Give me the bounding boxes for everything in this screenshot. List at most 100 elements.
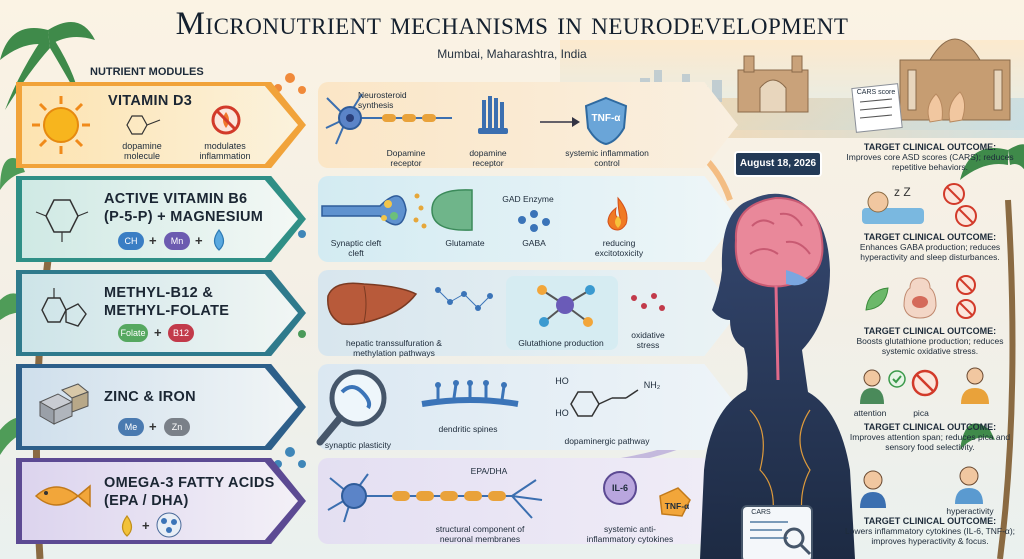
pill-folate: Folate: [118, 324, 148, 342]
plus-sign: +: [142, 518, 150, 533]
flame-icon: [607, 196, 628, 231]
outcome-text: Improves core ASD scores (CARS); reduces…: [846, 152, 1014, 172]
nutrient-module-b6-magnesium: [16, 176, 306, 262]
label-dopamine-receptor-1: Dopamine receptor: [386, 148, 426, 168]
leaf-icon: [865, 287, 889, 311]
outcome-title: TARGET CLINICAL OUTCOME:: [863, 232, 997, 242]
nutrient-title-zinc-iron: ZINC & IRON: [104, 389, 196, 405]
molecule-icon: [41, 288, 87, 327]
no-hyperactivity-icons: [943, 183, 977, 227]
brain-silhouette-illustration: [700, 193, 855, 559]
fish-icon: [34, 484, 91, 508]
nutrient-module-vitamin-d3: [16, 82, 306, 168]
svg-text:z Z: z Z: [894, 185, 911, 199]
arrow-right-icon: [540, 117, 580, 127]
tablet-report-icon: [741, 505, 813, 559]
outcome-vitamin-d3: TARGET CLINICAL OUTCOME: Improves core A…: [840, 142, 1020, 172]
magnifier-icon: [316, 369, 387, 446]
sleeping-child-icon: z Z: [862, 185, 924, 224]
label-attention: attention: [853, 408, 887, 418]
outcome-text: Lowers inflammatory cytokines (IL-6, TNF…: [844, 526, 1016, 546]
outcome-zinc-iron: TARGET CLINICAL OUTCOME: Improves attent…: [840, 422, 1020, 452]
glutathione-molecule-icon: [537, 285, 595, 327]
mechanism-panel-zinc-iron: [318, 364, 738, 450]
tnf-alpha-badge: TNF-α: [591, 113, 621, 124]
label-synaptic-plasticity: synaptic plasticity: [324, 440, 392, 450]
neuron-icon: [325, 93, 508, 145]
label-systemic-inflammation-control: systemic inflammation control: [565, 148, 649, 168]
calm-child-icon: [860, 470, 886, 508]
outcome-title: TARGET CLINICAL OUTCOME:: [863, 326, 997, 336]
nutrient-title-b6-line2: (P-5-P) + MAGNESIUM: [104, 209, 264, 225]
clapping-hands-icon: [927, 91, 966, 123]
sun-icon: [32, 96, 90, 154]
eating-child-icon: [961, 367, 989, 404]
label-glutathione-production: Glutathione production: [518, 338, 604, 348]
label-dopaminergic-pathway: dopaminergic pathway: [564, 436, 650, 446]
mineral-cubes-icon: [38, 383, 89, 425]
active-child-icon: [955, 466, 983, 504]
tnf-alpha-shield-icon: [584, 96, 628, 146]
no-inflammation-icon: [211, 105, 241, 135]
outcome-text: Enhances GABA production; reduces hypera…: [859, 242, 1001, 262]
label-glutamate: Glutamate: [445, 238, 485, 248]
dopamine-structure-icon: [570, 389, 639, 417]
body-organs-icon: [903, 277, 937, 319]
attentive-child-icon: [860, 369, 884, 404]
label-neurosteroid-synthesis: Neurosteroid synthesis: [358, 90, 407, 110]
plus-sign: +: [154, 325, 162, 340]
outcome-text: Boosts glutathione production; reduces s…: [856, 336, 1004, 356]
outcome-methyl: TARGET CLINICAL OUTCOME: Boosts glutathi…: [840, 326, 1020, 356]
outcome-title: TARGET CLINICAL OUTCOME:: [863, 142, 997, 152]
myelinated-neuron-icon: [327, 473, 543, 523]
label-hyperactivity: hyperactivity: [946, 506, 994, 516]
plus-sign: +: [149, 233, 157, 248]
outcome-title: TARGET CLINICAL OUTCOME:: [863, 516, 997, 526]
no-stress-icons: [956, 275, 976, 319]
pill-b12: B12: [168, 324, 194, 342]
nutrient-title-omega3-line2: (EPA / DHA): [104, 493, 189, 509]
cars-score-label: CARS score: [856, 89, 896, 96]
nutrient-title-methyl-line2: METHYL-FOLATE: [104, 303, 230, 319]
cars-tablet-label: CARS: [751, 509, 771, 516]
oxidative-stress-icon: [631, 293, 665, 311]
mechanism-panel-vitamin-d3: [318, 82, 738, 168]
nutrient-title-vitamin-d3: VITAMIN D3: [108, 93, 193, 109]
pill-mn: Mn: [164, 232, 190, 250]
nutrient-title-omega3-line1: OMEGA-3 FATTY ACIDS: [104, 475, 275, 491]
label-anti-inflammatory-cytokines: systemic anti-inflammatory cytokines: [586, 524, 674, 544]
water-drop-icon: [213, 228, 225, 251]
gaba-molecule-icon: [518, 210, 550, 232]
label-hepatic-pathways: hepatic transsulfuration & methylation p…: [346, 338, 442, 358]
pill-zn: Zn: [164, 418, 190, 436]
chem-label-nh2: NH₂: [643, 380, 661, 390]
outcome-text: Improves attention span; reduces pica an…: [849, 432, 1011, 452]
dendritic-spines-icon: [421, 380, 519, 407]
date-badge: August 18, 2026: [734, 151, 822, 177]
check-icon: [888, 370, 906, 388]
label-structural-component: structural component of neuronal membran…: [435, 524, 525, 544]
label-dopamine-molecule: dopamine molecule: [122, 141, 162, 161]
plus-sign: +: [195, 233, 203, 248]
label-gaba: GABA: [522, 238, 546, 248]
il6-badge: IL-6: [611, 483, 628, 493]
label-dendritic-spines: dendritic spines: [438, 424, 498, 434]
nutrient-title-methyl-line1: METHYL-B12 &: [104, 285, 214, 301]
outcome-b6-magnesium: TARGET CLINICAL OUTCOME: Enhances GABA p…: [840, 232, 1020, 262]
modules-label: NUTRIENT MODULES: [90, 66, 204, 78]
outcome-omega3: TARGET CLINICAL OUTCOME: Lowers inflamma…: [840, 516, 1020, 546]
pill-ch: CH: [118, 232, 144, 250]
plus-sign: +: [149, 419, 157, 434]
pathway-molecule-icon: [435, 287, 493, 311]
cars-score-sheet-icon: [851, 83, 903, 133]
label-synaptic-cleft: Synaptic cleft cleft: [330, 238, 382, 258]
liver-icon: [327, 282, 418, 326]
outcome-title: TARGET CLINICAL OUTCOME:: [863, 422, 997, 432]
page-title: Micronutrient mechanisms in neurodevelop…: [175, 6, 849, 42]
label-gad-enzyme: GAD Enzyme: [502, 194, 554, 204]
label-pica: pica: [913, 408, 929, 418]
oil-drop-icon: [121, 514, 133, 537]
label-reducing-excitotoxicity: reducing excitotoxicity: [594, 238, 644, 258]
label-epa-dha: EPA/DHA: [470, 466, 508, 476]
chem-label-ho-1: HO: [555, 376, 569, 386]
